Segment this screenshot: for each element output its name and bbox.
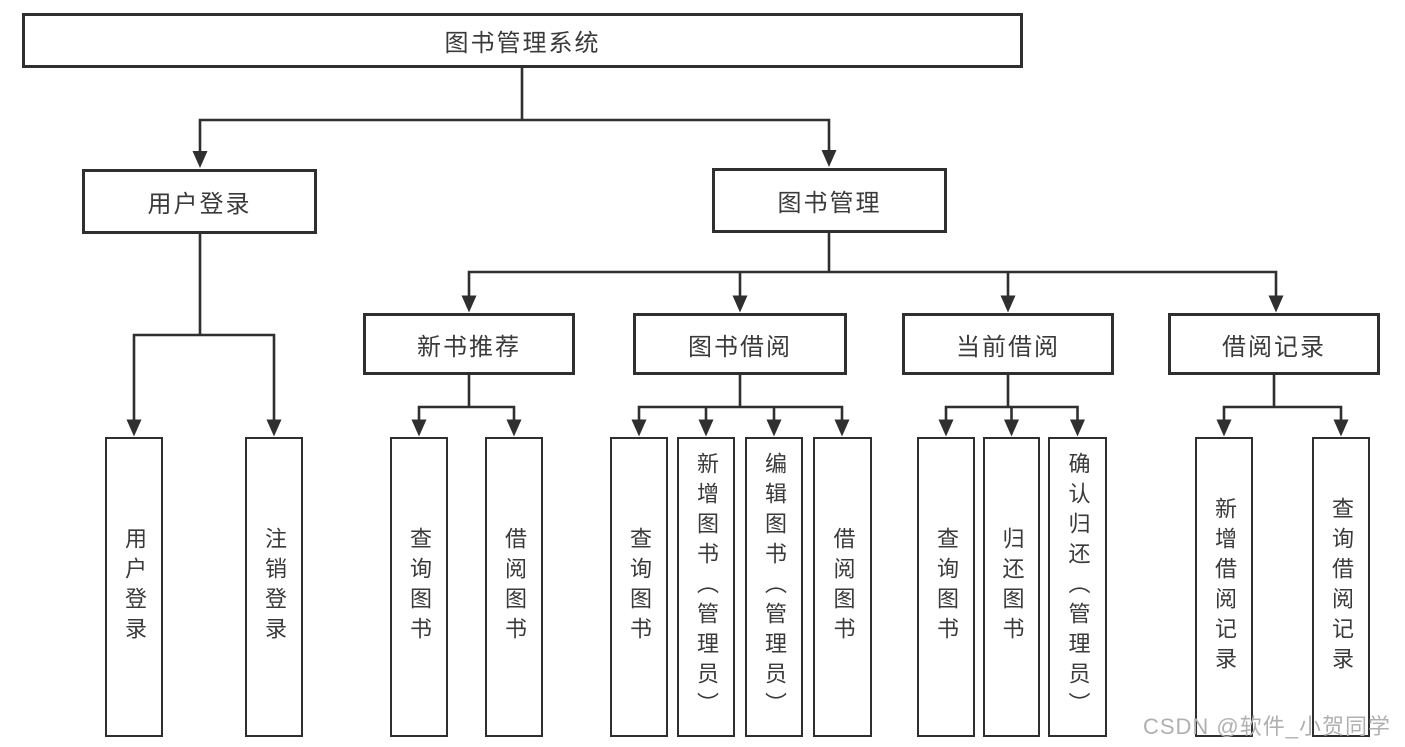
arrowhead — [938, 419, 954, 437]
arrowhead — [461, 295, 477, 313]
connector-root-to-level2 — [198, 68, 831, 152]
leaf-user-login-label: 用户登录 — [122, 527, 147, 647]
connector-book-borrow-branch — [637, 375, 844, 421]
arrowhead — [698, 419, 714, 437]
leaf-confirm-return-admin: 确认归还（管理员） — [1048, 437, 1107, 737]
leaf-query-books-current: 查询图书 — [917, 437, 975, 737]
leaf-edit-book-admin-label: 编辑图书（管理员） — [762, 452, 787, 722]
leaf-query-borrow-record: 查询借阅记录 — [1312, 437, 1370, 737]
leaf-query-books-current-label: 查询图书 — [934, 527, 959, 647]
arrowhead — [1000, 295, 1016, 313]
node-current-borrow: 当前借阅 — [902, 313, 1114, 375]
leaf-query-books-recommend: 查询图书 — [390, 437, 448, 737]
node-root-label: 图书管理系统 — [444, 30, 601, 57]
connector-current-borrow-branch — [944, 375, 1079, 421]
connector-new-book-branch — [417, 375, 516, 421]
leaf-add-borrow-record: 新增借阅记录 — [1195, 437, 1253, 737]
node-root: 图书管理系统 — [22, 13, 1023, 68]
arrowhead — [506, 419, 522, 437]
arrowhead — [1333, 419, 1349, 437]
leaf-query-books-borrow-label: 查询图书 — [627, 527, 652, 647]
leaf-borrow-books: 借阅图书 — [813, 437, 872, 737]
arrowhead — [1070, 419, 1085, 437]
node-borrow-records-label: 借阅记录 — [1222, 333, 1326, 361]
leaf-borrow-books-recommend: 借阅图书 — [485, 437, 543, 737]
arrowhead — [126, 419, 142, 437]
arrowhead — [631, 419, 647, 437]
leaf-borrow-books-label: 借阅图书 — [830, 527, 856, 647]
leaf-borrow-books-recommend-label: 借阅图书 — [502, 527, 527, 647]
arrowhead — [411, 419, 427, 437]
leaf-add-borrow-record-label: 新增借阅记录 — [1212, 497, 1237, 677]
leaf-query-borrow-record-label: 查询借阅记录 — [1329, 497, 1354, 677]
leaf-return-book: 归还图书 — [983, 437, 1040, 737]
arrowhead — [821, 150, 837, 167]
node-current-borrow-label: 当前借阅 — [956, 333, 1060, 361]
csdn-watermark: CSDN @软件_小贺同学 — [1142, 714, 1391, 739]
leaf-user-login: 用户登录 — [105, 437, 163, 737]
leaf-logout-label: 注销登录 — [262, 527, 287, 647]
arrowhead — [1268, 295, 1284, 313]
node-new-book-recommend-label: 新书推荐 — [417, 333, 521, 361]
leaf-add-book-admin-label: 新增图书（管理员） — [694, 452, 719, 722]
node-user-login: 用户登录 — [82, 169, 317, 234]
node-book-borrow-label: 图书借阅 — [688, 333, 792, 361]
leaf-query-books-recommend-label: 查询图书 — [407, 527, 432, 647]
connector-user-login-branch — [132, 234, 276, 421]
leaf-add-book-admin: 新增图书（管理员） — [677, 437, 735, 737]
node-book-management: 图书管理 — [712, 168, 947, 233]
connector-borrow-records-branch — [1222, 375, 1343, 421]
arrowhead — [266, 419, 282, 437]
node-new-book-recommend: 新书推荐 — [363, 313, 575, 375]
node-book-management-label: 图书管理 — [777, 190, 882, 217]
node-book-borrow: 图书借阅 — [633, 313, 847, 375]
arrowhead — [192, 151, 208, 168]
arrowhead — [1216, 419, 1232, 437]
node-user-login-label: 用户登录 — [147, 191, 252, 218]
leaf-logout: 注销登录 — [245, 437, 303, 737]
arrowhead — [732, 295, 748, 313]
leaf-query-books-borrow: 查询图书 — [610, 437, 668, 737]
arrowhead — [834, 419, 850, 437]
arrowhead — [1004, 419, 1019, 437]
leaf-return-book-label: 归还图书 — [999, 527, 1025, 647]
node-borrow-records: 借阅记录 — [1168, 313, 1380, 375]
leaf-edit-book-admin: 编辑图书（管理员） — [745, 437, 803, 737]
arrowhead — [766, 419, 782, 437]
connector-book-management-branch — [467, 233, 1278, 296]
leaf-confirm-return-admin-label: 确认归还（管理员） — [1065, 452, 1091, 722]
